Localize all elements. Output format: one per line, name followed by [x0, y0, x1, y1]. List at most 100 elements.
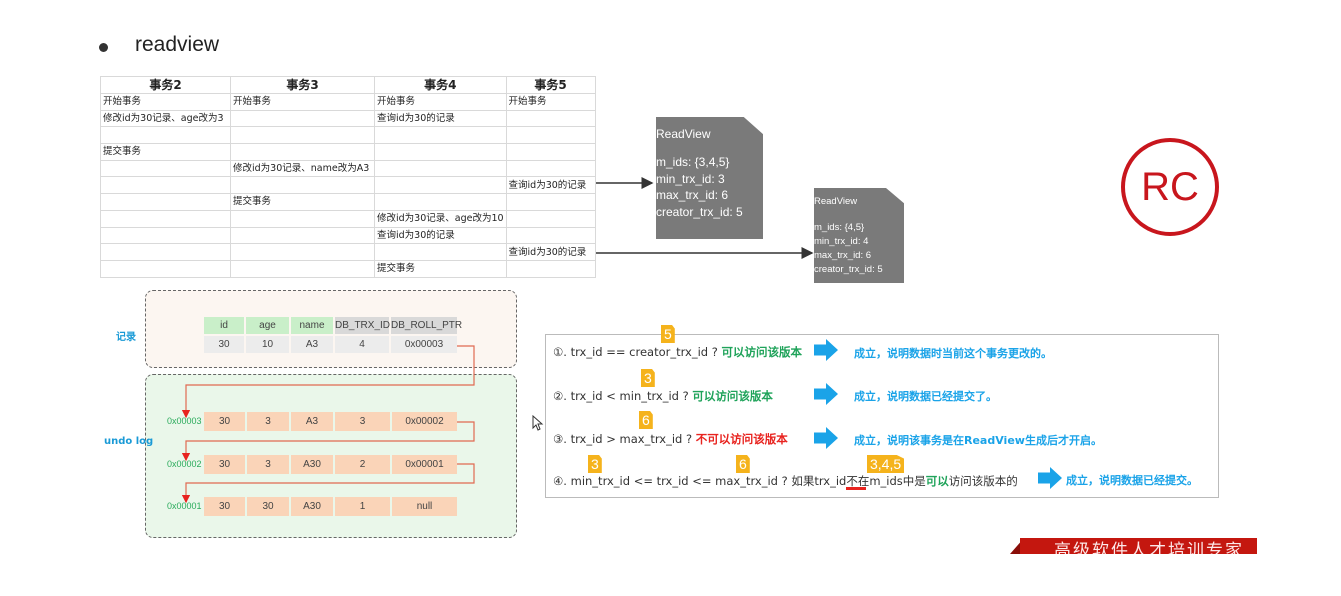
undo-value-cell: 1 [335, 497, 390, 516]
rule-verdict: 可以访问该版本 [692, 389, 773, 403]
rule-result: 成立，说明数据已经提交了。 [854, 390, 997, 403]
record-column-header: DB_TRX_ID [335, 317, 390, 334]
table-row: 提交事务 [100, 143, 596, 161]
undo-value-cell: 30 [204, 497, 245, 516]
readview-max-trx-id: max_trx_id: 6 [656, 188, 729, 202]
right-arrow-icon [814, 427, 838, 449]
rule-verdict: 不可以访问该版本 [695, 432, 788, 446]
table-cell [100, 126, 231, 145]
undo-value-cell: 30 [247, 497, 289, 516]
table-cell: 开始事务 [505, 93, 596, 111]
undo-value-cell: A30 [291, 497, 333, 516]
column-header: 事务4 [374, 76, 507, 94]
table-cell [374, 176, 507, 195]
isolation-level-badge: RC [1121, 138, 1219, 236]
table-row: 修改id为30记录、age改为10 [100, 209, 596, 228]
readview-max-trx-id: max_trx_id: 6 [814, 250, 872, 261]
table-cell: 查询id为30的记录 [505, 176, 596, 195]
table-cell [230, 126, 375, 145]
pointer-record-to-0x00003 [181, 345, 475, 419]
table-row: 开始事务开始事务开始事务开始事务 [100, 93, 596, 111]
record-column-header: name [291, 317, 333, 334]
mouse-cursor-icon [532, 415, 544, 431]
table-cell: 开始事务 [230, 93, 375, 111]
undo-value-cell: 0x00001 [392, 455, 457, 474]
table-cell: 提交事务 [100, 143, 231, 161]
rule-4: ④. min_trx_id <= trx_id <= max_trx_id ? … [553, 473, 1018, 489]
table-cell: 查询id为30的记录 [505, 243, 596, 261]
roll-pointer-lines [181, 345, 475, 504]
table-cell [505, 109, 596, 128]
value-tag: 3 [641, 369, 655, 387]
table-cell: 提交事务 [374, 259, 507, 278]
table-cell [505, 159, 596, 178]
table-cell [505, 259, 596, 278]
undo-value-cell: 30 [204, 455, 245, 474]
table-cell [505, 143, 596, 161]
undo-value-cell: null [392, 497, 457, 516]
table-row: 查询id为30的记录 [100, 176, 596, 195]
value-tag: 6 [639, 411, 653, 429]
table-cell [100, 159, 231, 178]
column-header: 事务5 [505, 76, 596, 94]
record-column-header: id [204, 317, 244, 334]
rule-result: 成立，说明数据时当前这个事务更改的。 [854, 347, 1052, 360]
rule-result: 成立，说明数据已经提交。 [1066, 474, 1198, 487]
rule-result: 成立，说明该事务是在ReadView生成后才开启。 [854, 434, 1102, 447]
undo-value-cell: A3 [291, 412, 333, 431]
table-cell [374, 193, 507, 211]
column-header: 事务3 [230, 76, 375, 94]
rule-condition: ③. trx_id > max_trx_id ? [553, 432, 696, 446]
rule-verdict: 可以 [925, 474, 949, 488]
readview-min-trx-id: min_trx_id: 3 [656, 171, 725, 186]
readview-min-trx-id: min_trx_id: 4 [814, 236, 869, 247]
table-cell [374, 126, 507, 145]
table-cell [100, 226, 231, 245]
table-cell: 提交事务 [230, 193, 375, 211]
table-cell [505, 126, 596, 145]
record-value-cell: 30 [204, 336, 244, 353]
table-cell [100, 259, 231, 278]
column-header: 事务2 [100, 76, 231, 94]
readview-card-2: ReadView m_ids: {4,5} min_trx_id: 4 max_… [814, 188, 904, 283]
value-tag: 3 [588, 455, 602, 473]
table-cell [230, 209, 375, 228]
undo-value-cell: 3 [247, 412, 289, 431]
emphasis-underline [846, 487, 866, 490]
rule-condition-suffix: 访问该版本的 [948, 474, 1018, 488]
pointer-0x00003-to-0x00002 [181, 421, 475, 462]
table-row: 提交事务 [100, 259, 596, 278]
arrows-layer [596, 177, 814, 259]
right-arrow-icon [814, 383, 838, 405]
rule-condition: ①. trx_id == creator_trx_id ? [553, 345, 722, 359]
record-value-cell: 0x00003 [391, 336, 457, 353]
record-column-header: DB_ROLL_PTR [391, 317, 462, 334]
readview-m-ids: m_ids: {3,4,5} [656, 155, 730, 169]
rule-condition: ④. min_trx_id <= trx_id <= max_trx_id ? … [553, 474, 926, 488]
table-cell [100, 209, 231, 228]
table-cell: 修改id为30记录、age改为10 [374, 209, 507, 228]
undo-value-cell: 2 [335, 455, 390, 474]
readview-creator-trx-id: creator_trx_id: 5 [656, 204, 743, 219]
record-value-cell: A3 [291, 336, 333, 353]
table-cell [230, 243, 375, 261]
rule-verdict: 可以访问该版本 [721, 345, 803, 359]
record-label: 记录 [116, 332, 136, 343]
rule-3: ③. trx_id > max_trx_id ? 不可以访问该版本 [553, 431, 788, 447]
banner-background [1020, 538, 1257, 554]
readview-title: ReadView [814, 196, 858, 207]
bullet-icon [99, 43, 108, 52]
undo-entry-address: 0x00002 [167, 459, 202, 469]
table-cell: 查询id为30的记录 [374, 109, 507, 128]
table-cell [374, 243, 507, 261]
table-row: 查询id为30的记录 [100, 226, 596, 245]
brand-banner: 高级软件人才培训专家 [1010, 538, 1257, 554]
table-cell: 开始事务 [374, 93, 507, 111]
undo-entry-address: 0x00001 [167, 501, 202, 511]
banner-text: 高级软件人才培训专家 [1054, 541, 1244, 554]
table-cell [505, 209, 596, 228]
readview-title: ReadView [656, 127, 711, 141]
